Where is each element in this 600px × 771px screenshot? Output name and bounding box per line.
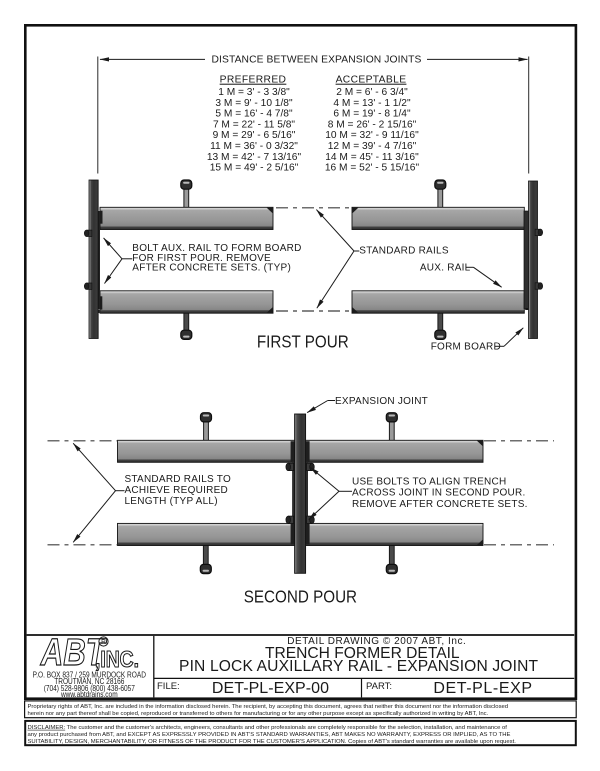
svg-text:ACHIEVE REQUIRED: ACHIEVE REQUIRED [125, 485, 228, 496]
svg-text:DET-PL-EXP-00: DET-PL-EXP-00 [212, 680, 329, 697]
svg-text:herein nor any part thereof sh: herein nor any part thereof shall be cop… [28, 711, 489, 717]
svg-text:11 M = 36' - 0 3/32": 11 M = 36' - 0 3/32" [210, 141, 298, 152]
svg-text:SUITABILITY, DESIGN, MERCHANTA: SUITABILITY, DESIGN, MERCHANTABILITY, OR… [28, 739, 517, 745]
svg-text:STANDARD RAILS TO: STANDARD RAILS TO [125, 474, 232, 485]
svg-text:LENGTH (TYP ALL): LENGTH (TYP ALL) [125, 496, 218, 507]
svg-text:4 M = 13' - 1 1/2": 4 M = 13' - 1 1/2" [333, 98, 411, 109]
svg-text:6 M = 19' - 8 1/4": 6 M = 19' - 8 1/4" [333, 109, 411, 120]
svg-text:SECOND POUR: SECOND POUR [244, 588, 357, 607]
svg-text:PREFERRED: PREFERRED [220, 75, 287, 86]
svg-text:3 M = 9' - 10 1/8": 3 M = 9' - 10 1/8" [215, 98, 293, 109]
svg-text:REMOVE AFTER CONCRETE SETS.: REMOVE AFTER CONCRETE SETS. [352, 499, 528, 510]
svg-text:1 M = 3' - 3 3/8": 1 M = 3' - 3 3/8" [218, 87, 290, 98]
svg-text:ABT: ABT [40, 632, 107, 674]
svg-text:EXPANSION JOINT: EXPANSION JOINT [335, 396, 428, 407]
svg-text:TRENCH FORMER DETAIL: TRENCH FORMER DETAIL [265, 645, 460, 662]
svg-text:R: R [101, 639, 106, 646]
svg-text:5 M = 16' - 4 7/8": 5 M = 16' - 4 7/8" [215, 109, 293, 120]
svg-text:BOLT AUX. RAIL TO FORM BOARD: BOLT AUX. RAIL TO FORM BOARD [132, 243, 301, 254]
svg-text:P.O. BOX 837 / 259 MURDOCK ROA: P.O. BOX 837 / 259 MURDOCK ROAD [33, 669, 147, 679]
svg-text:14 M = 45' - 11 3/16": 14 M = 45' - 11 3/16" [325, 152, 419, 163]
svg-text:ACROSS JOINT IN SECOND POUR.: ACROSS JOINT IN SECOND POUR. [352, 488, 526, 499]
svg-text:FOR FIRST POUR. REMOVE: FOR FIRST POUR. REMOVE [132, 253, 271, 264]
svg-text:USE BOLTS TO ALIGN TRENCH: USE BOLTS TO ALIGN TRENCH [352, 476, 506, 487]
svg-text:9 M = 29' - 6 5/16": 9 M = 29' - 6 5/16" [213, 130, 296, 141]
svg-text:15 M = 49' - 2 5/16": 15 M = 49' - 2 5/16" [210, 163, 299, 174]
svg-text:DISTANCE BETWEEN EXPANSION JOI: DISTANCE BETWEEN EXPANSION JOINTS [211, 55, 421, 66]
svg-text:TROUTMAN, NC 28166: TROUTMAN, NC 28166 [54, 676, 124, 686]
svg-text:(704) 528-9806 (800) 438-60: (704) 528-9806 (800) 438-6057 [44, 683, 135, 693]
svg-text:FILE:: FILE: [157, 681, 180, 692]
svg-text:10 M = 32' - 9 11/16": 10 M = 32' - 9 11/16" [325, 130, 419, 141]
svg-text:Proprietary rights of ABT, Inc: Proprietary rights of ABT, Inc. are incl… [28, 704, 509, 710]
svg-text:FIRST POUR: FIRST POUR [257, 332, 349, 351]
svg-text:any product purchased from ABT: any product purchased from ABT, and EXCE… [28, 732, 511, 738]
svg-text:DISCLAIMER: The customer and: DISCLAIMER: The customer and the custome… [28, 725, 508, 731]
svg-text:PART:: PART: [366, 681, 392, 692]
svg-text:STANDARD RAILS: STANDARD RAILS [359, 246, 449, 257]
svg-text:DETAIL DRAWING © 2007 ABT, I: DETAIL DRAWING © 2007 ABT, Inc. [287, 636, 466, 647]
svg-text:www.abtdrains.com: www.abtdrains.com [60, 689, 118, 699]
svg-text:AUX. RAIL: AUX. RAIL [420, 262, 471, 273]
svg-text:16 M = 52' - 5 15/16": 16 M = 52' - 5 15/16" [325, 163, 420, 174]
svg-text:PIN LOCK AUXILLARY RAIL - EXPA: PIN LOCK AUXILLARY RAIL - EXPANSION JOIN… [179, 658, 538, 675]
svg-text:DET-PL-EXP: DET-PL-EXP [433, 680, 532, 697]
svg-text:7 M = 22' - 11 5/8": 7 M = 22' - 11 5/8" [213, 119, 295, 130]
svg-text:13 M = 42' - 7 13/16": 13 M = 42' - 7 13/16" [207, 152, 302, 163]
svg-text:AFTER CONCRETE SETS. (TYP): AFTER CONCRETE SETS. (TYP) [132, 263, 291, 274]
svg-text:,INC.: ,INC. [95, 648, 139, 673]
svg-text:FORM BOARD: FORM BOARD [431, 342, 501, 353]
svg-text:12 M = 39' - 4 7/16": 12 M = 39' - 4 7/16" [328, 141, 417, 152]
svg-text:8 M = 26' - 2 15/16": 8 M = 26' - 2 15/16" [328, 119, 417, 130]
svg-text:2 M = 6' - 6 3/4": 2 M = 6' - 6 3/4" [336, 87, 408, 98]
svg-text:ACCEPTABLE: ACCEPTABLE [336, 75, 407, 86]
